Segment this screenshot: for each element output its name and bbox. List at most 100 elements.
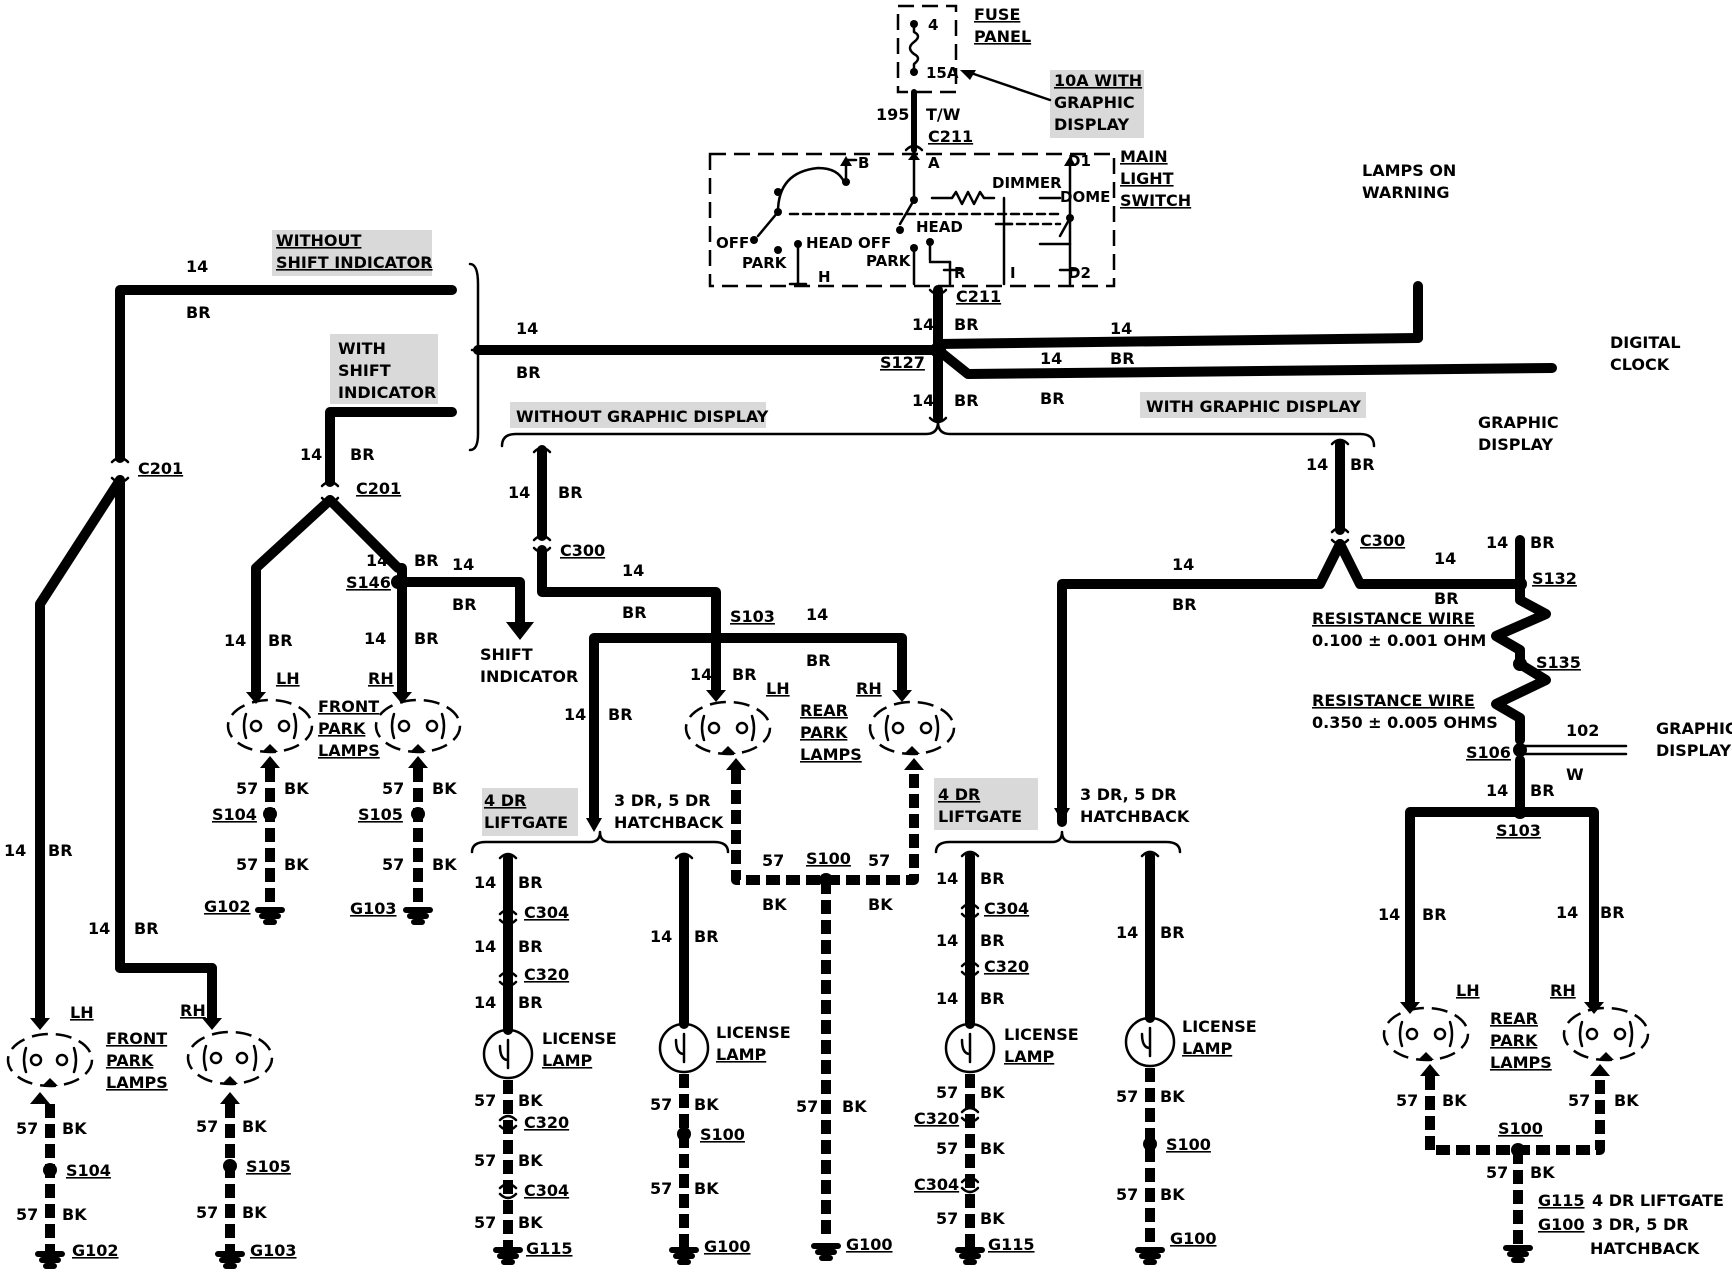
wg-bra: BR — [558, 483, 583, 502]
ll-brb: BR — [518, 937, 543, 956]
wsh-14: 14 — [300, 445, 322, 464]
lr-c304b: C304 — [914, 1175, 959, 1194]
sw-park2: PARK — [866, 252, 912, 270]
wg-14b: 14 — [622, 561, 644, 580]
c201-mid-label: C201 — [356, 479, 401, 498]
sw-b: B — [858, 154, 869, 172]
gd-lh: LH — [1456, 981, 1480, 1000]
rg-s105: S105 — [246, 1157, 291, 1176]
bus-br-down: BR — [954, 391, 979, 410]
rpg-bka: BK — [762, 895, 787, 914]
lr-license: LICENSE — [1004, 1025, 1079, 1044]
main-light-switch-box — [708, 152, 1116, 288]
gg-g100-note2: HATCHBACK — [1590, 1239, 1700, 1258]
rpg-57c: 57 — [796, 1097, 818, 1116]
rpg2-rear: REAR — [1490, 1009, 1538, 1028]
with-graphic-label: WITH GRAPHIC DISPLAY — [1146, 397, 1361, 416]
without-shift-2: SHIFT INDICATOR — [276, 253, 433, 272]
bus-14-right: 14 — [1110, 319, 1132, 338]
sw-dome: DOME — [1060, 188, 1110, 206]
lg-bkb: BK — [62, 1205, 87, 1224]
rpl-rh: RH — [856, 679, 882, 698]
mg-bkb: BK — [284, 855, 309, 874]
rh-14: 14 — [1116, 923, 1138, 942]
fuse-term-label: 4 — [928, 16, 938, 34]
digital-label: DIGITAL — [1610, 333, 1681, 352]
fuse-panel-title2: PANEL — [974, 27, 1031, 46]
switch-conn-bottom: C211 — [956, 287, 1001, 306]
rpg-57b: 57 — [868, 851, 890, 870]
gg-g100: G100 — [1538, 1215, 1585, 1234]
wg-14a: 14 — [508, 483, 530, 502]
ll-bkc: BK — [518, 1213, 543, 1232]
gg-bkc: BK — [1530, 1163, 1555, 1182]
shift-ind-2: INDICATOR — [480, 667, 578, 686]
wg-14e: 14 — [564, 705, 586, 724]
fpl-front: FRONT — [106, 1029, 167, 1048]
rpg-57a: 57 — [762, 851, 784, 870]
s103-right-label: S103 — [1496, 821, 1541, 840]
ground-symbol-lh — [669, 1247, 699, 1265]
wsh-br: BR — [350, 445, 375, 464]
lr-c320b: C320 — [914, 1109, 959, 1128]
ground-symbols-mid — [255, 907, 433, 925]
c300-left-label: C300 — [560, 541, 605, 560]
ll-c304b: C304 — [524, 1181, 569, 1200]
wsh-lh: LH — [276, 669, 300, 688]
lh-lamp: LAMP — [716, 1045, 767, 1064]
rh-s100: S100 — [1166, 1135, 1211, 1154]
rg-liftgate: LIFTGATE — [938, 807, 1022, 826]
gg-s100: S100 — [1498, 1119, 1543, 1138]
license-right-wires — [965, 851, 1157, 1248]
wsh-14c: 14 — [452, 555, 474, 574]
lg-s104: S104 — [66, 1161, 111, 1180]
lr-brb: BR — [980, 931, 1005, 950]
gd-14c: 14 — [1434, 549, 1456, 568]
wsh-14d: 14 — [224, 631, 246, 650]
ws-lh: LH — [70, 1003, 94, 1022]
fuse-conn: C211 — [928, 127, 973, 146]
wg-brd: BR — [732, 665, 757, 684]
sw-a: A — [928, 154, 940, 172]
front-park-lamp-lh-top — [226, 698, 314, 754]
with-shift-3: INDICATOR — [338, 383, 436, 402]
front-park-lamp-lh-bottom — [6, 1032, 94, 1088]
rh-57a: 57 — [1116, 1087, 1138, 1106]
ll-lamp: LAMP — [542, 1051, 593, 1070]
ll-c320b: C320 — [524, 1113, 569, 1132]
shift-ind-1: SHIFT — [480, 645, 533, 664]
fpl-park: PARK — [106, 1051, 154, 1070]
lh-57b: 57 — [650, 1179, 672, 1198]
c300-right-label: C300 — [1360, 531, 1405, 550]
mg-bkd: BK — [432, 855, 457, 874]
lr-bka: BK — [980, 1083, 1005, 1102]
lr-g115: G115 — [988, 1235, 1035, 1254]
front-park-lamp-rh-bottom — [186, 1030, 274, 1086]
ll-brc: BR — [518, 993, 543, 1012]
sw-off1: OFF — [716, 234, 749, 252]
wsh-bre: BR — [414, 629, 439, 648]
s106-label: S106 — [1466, 743, 1511, 762]
gd-14d: 14 — [1486, 533, 1508, 552]
main-bus-wires — [473, 281, 1557, 423]
ground-symbol-rh — [1135, 1247, 1165, 1265]
rpg-bkb: BK — [868, 895, 893, 914]
front-park-lamp-rh-top — [374, 698, 462, 754]
lr-brc: BR — [980, 989, 1005, 1008]
left-ground-wires — [43, 1104, 237, 1252]
gd-14g: 14 — [1556, 903, 1578, 922]
ll-14a: 14 — [474, 873, 496, 892]
graphic-display-bottom-2: DISPLAY — [1656, 741, 1732, 760]
rear-park-lamp-lh — [684, 700, 772, 756]
mg-bkc: BK — [432, 779, 457, 798]
c201-left-label: C201 — [138, 459, 183, 478]
wsh-brb: BR — [414, 551, 439, 570]
lr-bkb: BK — [980, 1139, 1005, 1158]
rh-57b: 57 — [1116, 1185, 1138, 1204]
gd-bra: BR — [1350, 455, 1375, 474]
gg-bka: BK — [1442, 1091, 1467, 1110]
sw-d2: D2 — [1068, 264, 1091, 282]
mg-57d: 57 — [382, 855, 404, 874]
gg-g115: G115 — [1538, 1191, 1585, 1210]
with-shift-2: SHIFT — [338, 361, 391, 380]
